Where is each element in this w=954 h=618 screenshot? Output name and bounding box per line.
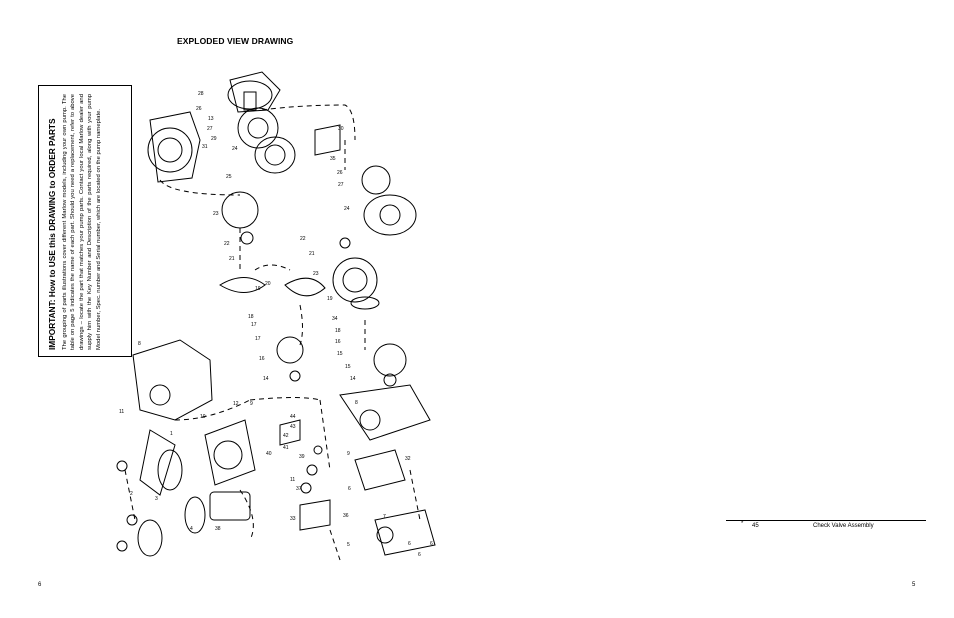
part-callout: 38	[215, 526, 221, 532]
part-callout: 14	[263, 376, 269, 382]
motor-adapter-right	[363, 194, 417, 236]
parts-list-mark: *	[741, 521, 744, 527]
part-callout: 9	[250, 401, 253, 407]
parts-list-description: Check Valve Assembly	[813, 523, 874, 529]
bowl-clamp	[137, 519, 163, 557]
part-callout: 9	[347, 451, 350, 457]
knob	[116, 460, 128, 472]
volute-casing	[204, 419, 256, 486]
pump-housing-top	[149, 111, 201, 183]
part-callout: 12	[233, 401, 239, 407]
impeller-left	[219, 277, 266, 293]
check-valve-body	[299, 499, 331, 531]
part-callout: 4	[190, 526, 193, 532]
part-callout: 26	[337, 170, 343, 176]
gasket-large	[332, 257, 378, 303]
part-callout: 18	[335, 328, 341, 334]
part-callout: 36	[343, 513, 349, 519]
part-callout: 15	[337, 351, 343, 357]
part-callout: 15	[345, 364, 351, 370]
discharge-housing	[374, 509, 436, 556]
part-callout: 18	[248, 314, 254, 320]
part-callout: 42	[283, 433, 289, 439]
part-callout: 6	[348, 486, 351, 492]
part-callout: 3	[155, 496, 158, 502]
part-callout: 6	[408, 541, 411, 547]
gasket-ring	[221, 191, 259, 229]
part-callout: 6	[430, 541, 433, 547]
diffuser	[276, 336, 304, 364]
part-callout: 16	[259, 356, 265, 362]
part-callout: 13	[208, 116, 214, 122]
pump-body-lower-right	[339, 384, 431, 441]
part-callout: 39	[299, 454, 305, 460]
part-callout: 43	[290, 424, 296, 430]
assembly-lines	[124, 104, 421, 561]
part-callout: 5	[347, 542, 350, 548]
part-callout: 17	[255, 336, 261, 342]
part-callout: 26	[196, 106, 202, 112]
part-callout: 20	[265, 281, 271, 287]
part-callout: 21	[229, 256, 235, 262]
part-callout: 40	[266, 451, 272, 457]
part-callout: 23	[313, 271, 319, 277]
gasket-right	[361, 165, 391, 195]
part-callout: 31	[202, 144, 208, 150]
part-callout: 19	[327, 296, 333, 302]
motor-bracket	[254, 136, 296, 174]
strainer-bowl	[209, 491, 251, 521]
pump-body-lower-left	[132, 339, 213, 421]
part-callout: 11	[290, 477, 295, 483]
part-callout: 7	[383, 514, 386, 520]
part-callout: 21	[309, 251, 315, 257]
part-callout: 35	[330, 156, 336, 162]
part-callout: 24	[232, 146, 238, 152]
gasket-plate	[354, 449, 406, 491]
o-ring	[184, 496, 206, 534]
part-callout: 25	[226, 174, 232, 180]
part-callout: 1	[170, 431, 173, 437]
part-callout: 8	[138, 341, 141, 347]
part-callout: 22	[224, 241, 230, 247]
part-callout: 10	[200, 414, 206, 420]
seal	[240, 231, 254, 245]
part-callout: 29	[211, 136, 217, 142]
check-valve-plate	[279, 419, 301, 446]
part-callout: 22	[300, 236, 306, 242]
part-callout: 33	[290, 516, 296, 522]
part-callout: 19	[255, 286, 261, 292]
part-callout: 37	[296, 486, 302, 492]
part-callout: 14	[350, 376, 356, 382]
page-number-right: 5	[912, 582, 916, 588]
part-callout: 30	[338, 126, 344, 132]
part-callout: 8	[355, 400, 358, 406]
part-callout: 27	[207, 126, 213, 132]
part-callout: 2	[130, 491, 133, 497]
part-callout: 17	[251, 322, 257, 328]
important-notice-box: IMPORTANT: How to USE this DRAWING to OR…	[38, 85, 132, 357]
parts-list-number: 45	[752, 523, 759, 529]
page-title: EXPLODED VIEW DRAWING	[177, 36, 294, 46]
part-callout: 32	[405, 456, 411, 462]
bracket	[314, 124, 341, 156]
part-callout: 41	[283, 445, 289, 451]
diffuser-right	[373, 343, 407, 377]
part-illustrations	[116, 71, 436, 557]
part-callout: 34	[332, 316, 338, 322]
part-callout: 11	[119, 409, 124, 415]
part-callout: 23	[213, 211, 219, 217]
parts-list-rule	[726, 520, 926, 521]
part-callout: 44	[290, 414, 296, 420]
page-number-left: 6	[38, 582, 42, 588]
part-callout: 16	[335, 339, 341, 345]
adapter-plate	[237, 107, 279, 149]
part-callout: 27	[338, 182, 344, 188]
part-callout: 24	[344, 206, 350, 212]
part-callout: 6	[418, 552, 421, 558]
part-callout: 28	[198, 91, 204, 97]
clamp	[139, 429, 176, 496]
impeller-right	[284, 277, 326, 297]
